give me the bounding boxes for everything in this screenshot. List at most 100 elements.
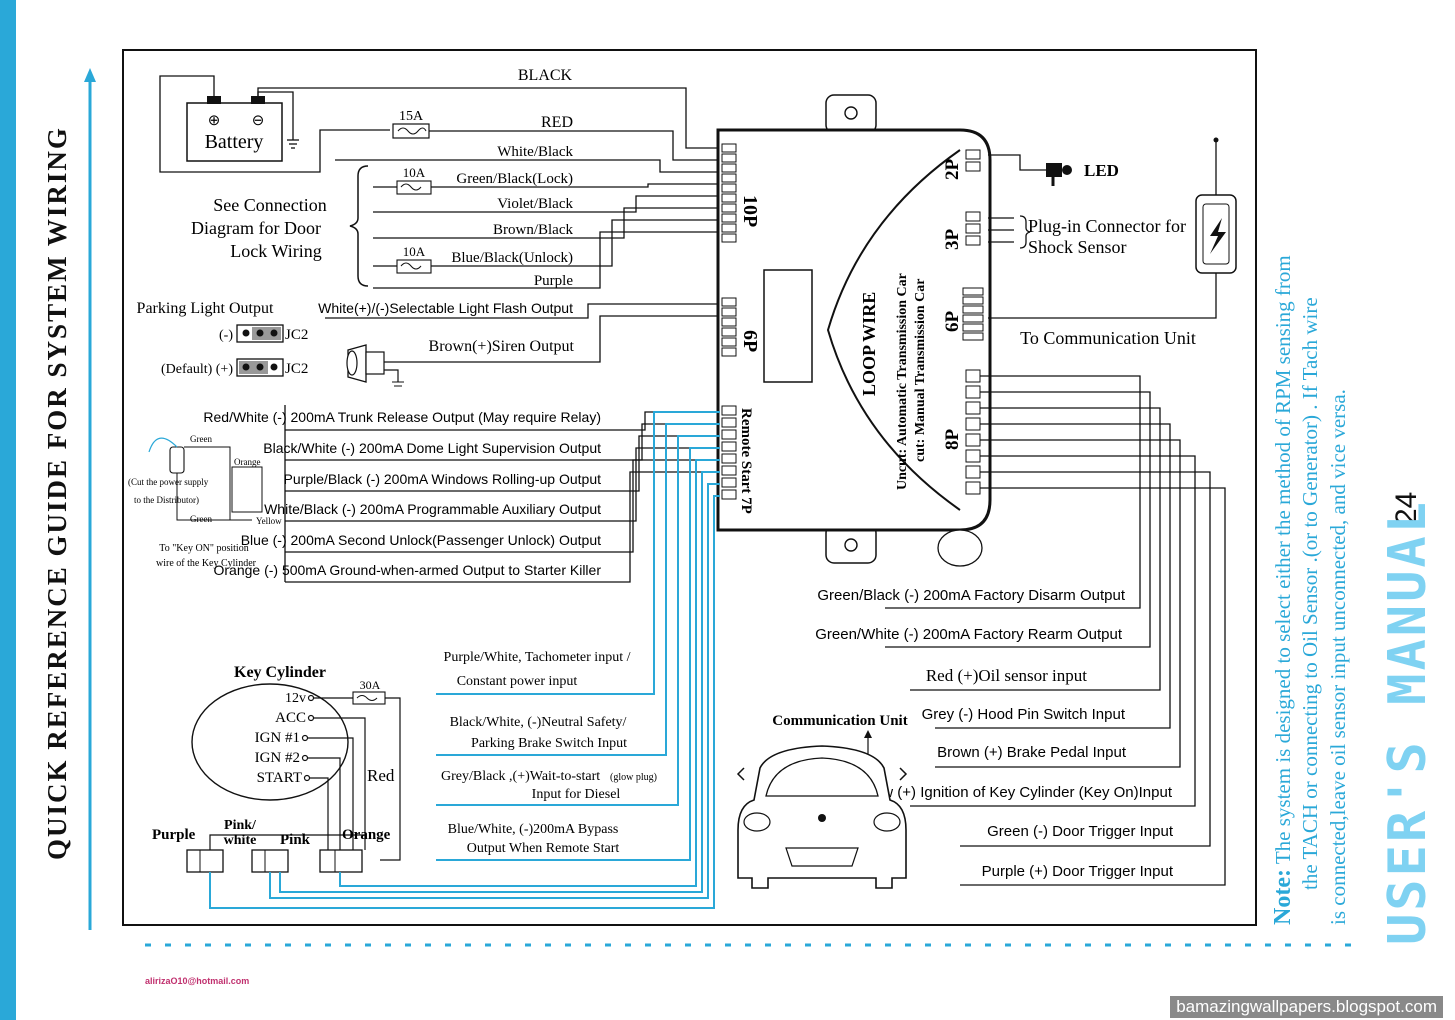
bypass-line-1: Blue/White, (-)200mA Bypass xyxy=(448,822,619,837)
parking-neg-label: (-) xyxy=(219,328,233,343)
remote-output-1: Red/White (-) 200mA Trunk Release Output… xyxy=(203,409,601,425)
module-body xyxy=(716,128,992,532)
pin-3p xyxy=(965,211,981,222)
pin-8p xyxy=(965,385,981,399)
manual-title: USER'S MANUAL xyxy=(1378,499,1438,945)
pin-2p xyxy=(965,161,981,172)
fuse-15a-label: 15A xyxy=(399,109,424,124)
pin-7p xyxy=(721,453,737,464)
parking-title: Parking Light Output xyxy=(137,300,274,317)
neutral-line-2: Parking Brake Switch Input xyxy=(471,736,627,751)
watermark: bamazingwallpapers.blogspot.com xyxy=(1170,996,1443,1018)
title-arrow-icon xyxy=(84,68,96,82)
right-input-7: Green (-) Door Trigger Input xyxy=(987,823,1174,840)
relay-pink-white-label-1: Pink/ xyxy=(224,818,257,833)
relay-blue-wires xyxy=(209,459,720,909)
jumper-default-label: JC2 xyxy=(285,361,308,377)
door-caption-2: Diagram for Door xyxy=(191,218,321,238)
led-group: LED xyxy=(988,154,1119,186)
starter-inset: Green Orange (Cut the power supply to th… xyxy=(128,434,282,569)
pin-10p xyxy=(721,143,737,153)
door-caption-3: Lock Wiring xyxy=(230,241,321,261)
shock-bolt-icon xyxy=(1210,218,1226,254)
pin-6p-right xyxy=(962,314,984,323)
note-text-2: the TACH or connecting to Oil Sensor .(o… xyxy=(1298,297,1322,890)
parking-default-label: (Default) (+) xyxy=(161,362,233,377)
center-inputs-group: Purple/White, Tachometer input / Constan… xyxy=(436,411,720,861)
terminal-ign1: IGN #1 xyxy=(255,730,300,746)
connector-7p: Remote Start 7P xyxy=(738,408,754,514)
fuse-lock-label: 10A xyxy=(403,165,426,180)
pin-10p xyxy=(721,173,737,183)
pin-3p xyxy=(965,235,981,246)
remote-outputs-group: Red/White (-) 200mA Trunk Release Output… xyxy=(203,405,720,583)
pin-7p xyxy=(721,405,737,416)
right-input-wire xyxy=(960,471,1211,847)
remote-output-6: Orange (-) 500mA Ground-when-armed Outpu… xyxy=(213,562,601,578)
battery-box xyxy=(186,102,283,162)
car-comm-unit-label: Communication Unit xyxy=(772,713,907,729)
relay-orange-label: Orange xyxy=(342,827,391,843)
right-input-5: Brown (+) Brake Pedal Input xyxy=(937,744,1127,761)
inset-cut-note-2: to the Distributor) xyxy=(134,495,199,505)
pin-8p xyxy=(965,465,981,479)
right-inputs-group: Green/Black (-) 200mA Factory Disarm Out… xyxy=(815,587,1174,880)
pin-10p xyxy=(721,193,737,203)
pin-6p xyxy=(721,307,737,317)
wire-purple: Purple xyxy=(534,273,574,289)
right-input-4: Grey (-) Hood Pin Switch Input xyxy=(922,706,1126,723)
loop-wire-label: LOOP WIRE xyxy=(859,292,879,396)
contact-email[interactable]: alirizaО10@hotmail.com xyxy=(145,976,250,986)
key-cylinder-group: Key Cylinder 12v ACC IGN #1 IGN #2 START… xyxy=(152,459,720,909)
battery-terminal-neg xyxy=(251,96,265,104)
connector-8p: 8P xyxy=(942,429,963,451)
right-input-wire xyxy=(960,487,1226,886)
remote-output-4: White/Black (-) 200mA Programmable Auxil… xyxy=(264,501,601,517)
inset-orange: Orange xyxy=(234,457,261,467)
pin-6p xyxy=(721,327,737,337)
pin-7p xyxy=(721,417,737,428)
jumper-neg-label: JC2 xyxy=(285,327,308,343)
bypass-line-2: Output When Remote Start xyxy=(467,841,620,856)
note-line-1: Note: The system is designed to select e… xyxy=(1270,255,1297,925)
inset-green-bottom: Green xyxy=(190,514,212,524)
remote-output-wire xyxy=(285,471,720,583)
remote-output-2: Black/White (-) 200mA Dome Light Supervi… xyxy=(263,440,601,456)
inset-yellow: Yellow xyxy=(256,516,282,526)
pin-6p xyxy=(721,347,737,357)
relay-pink-label: Pink xyxy=(280,832,311,848)
pin-6p-right xyxy=(962,296,984,305)
right-input-wires xyxy=(885,375,1226,886)
pin-6p-right xyxy=(962,323,984,332)
battery-wires xyxy=(159,75,720,173)
connector-3p: 3P xyxy=(942,229,963,251)
shock-line-2: Shock Sensor xyxy=(1028,237,1127,257)
car-illustration: Communication Unit xyxy=(736,713,908,889)
pin-8p xyxy=(965,449,981,463)
pin-10p xyxy=(721,213,737,223)
diesel-small: (glow plug) xyxy=(610,772,657,783)
pin-8p xyxy=(965,433,981,447)
inset-cut-note-1: (Cut the power supply xyxy=(128,477,209,487)
connector-6p-right: 6P xyxy=(942,311,963,333)
cut-label: cut: Manual Transmission Car xyxy=(913,279,928,462)
battery-terminal-pos xyxy=(207,96,221,104)
module-window xyxy=(763,269,813,383)
terminal-12v: 12v xyxy=(285,691,306,706)
tach-line-2: Constant power input xyxy=(457,674,578,689)
terminal-acc: ACC xyxy=(275,710,306,726)
pin-7p xyxy=(721,489,737,500)
uncut-label: Uncut: Automatic Transmission Car xyxy=(895,273,910,490)
fuse-30a-icon xyxy=(352,691,386,705)
to-comm-unit-label: To Communication Unit xyxy=(1020,328,1196,348)
blue-wires xyxy=(436,411,720,861)
relay-orange xyxy=(319,849,363,873)
relay-purple-label: Purple xyxy=(152,827,196,843)
pin-6p-right xyxy=(962,305,984,314)
pin-8p xyxy=(965,417,981,431)
right-input-wire xyxy=(910,455,1196,807)
right-input-1: Green/Black (-) 200mA Factory Disarm Out… xyxy=(817,587,1125,604)
pin-7p xyxy=(721,441,737,452)
